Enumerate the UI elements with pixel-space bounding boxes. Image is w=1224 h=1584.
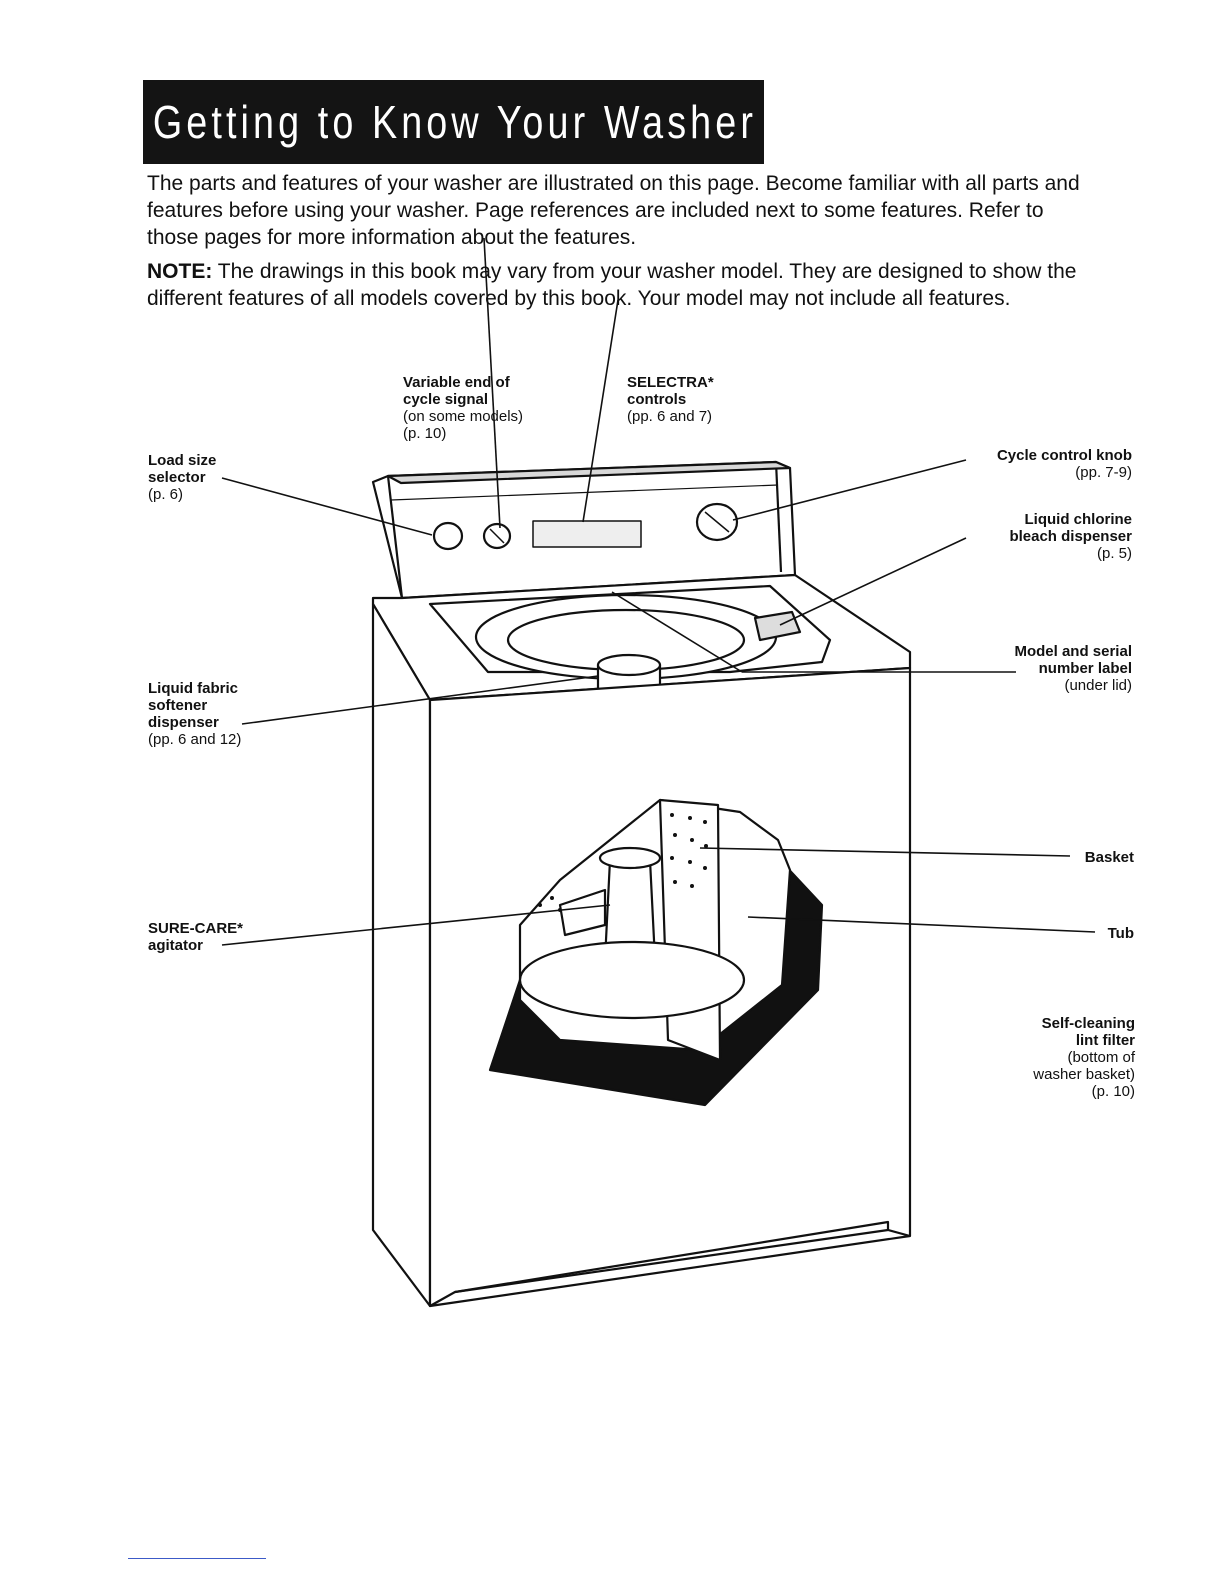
label-basket: Basket xyxy=(1084,849,1134,866)
label-selectra-controls: SELECTRA* controls (pp. 6 and 7) xyxy=(627,374,714,425)
selectra-display xyxy=(532,520,642,548)
note-paragraph: NOTE: The drawings in this book may vary… xyxy=(147,258,1097,312)
note-label: NOTE: xyxy=(147,260,213,283)
cabinet-side xyxy=(371,602,432,1308)
agitator-base xyxy=(518,940,746,1020)
label-load-size: Load size selector (p. 6) xyxy=(148,452,217,503)
load-size-selector-knob xyxy=(432,521,464,551)
label-agitator: SURE-CARE* agitator xyxy=(148,920,244,954)
label-cycle-control-knob: Cycle control knob (pp. 7-9) xyxy=(996,447,1132,481)
intro-paragraph: The parts and features of your washer ar… xyxy=(147,172,1080,249)
label-softener-dispenser: Liquid fabric softener dispenser (pp. 6 … xyxy=(148,680,242,748)
label-lint-filter: Self-cleaning lint filter (bottom of was… xyxy=(1033,1015,1135,1100)
page-title-bar: Getting to Know Your Washer xyxy=(143,80,764,164)
label-model-serial: Model and serial number label (under lid… xyxy=(1014,643,1132,694)
footer-rule xyxy=(128,1558,266,1559)
basket-wall xyxy=(658,798,722,1062)
label-bleach-dispenser: Liquid chlorine bleach dispenser (p. 5) xyxy=(1009,511,1132,562)
label-variable-signal: Variable end of cycle signal (on some mo… xyxy=(403,374,524,442)
page-title: Getting to Know Your Washer xyxy=(152,96,757,148)
basket-perforations xyxy=(538,813,708,912)
label-tub: Tub xyxy=(1107,925,1134,942)
note-text: The drawings in this book may vary from … xyxy=(147,260,1077,310)
bleach-dispenser xyxy=(753,610,802,642)
